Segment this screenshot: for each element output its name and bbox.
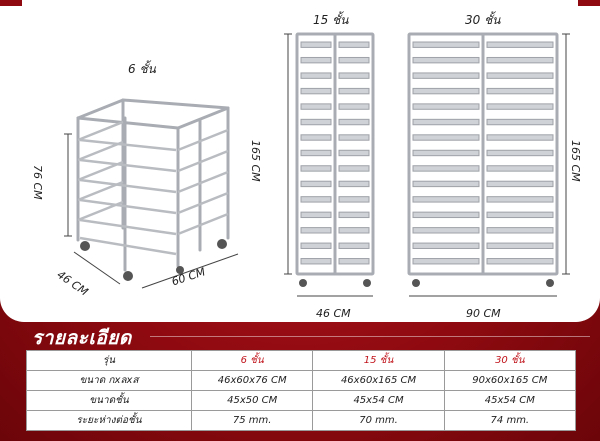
- spec-row-label: ระยะห่างต่อชั้น: [26, 410, 192, 431]
- tray-shelf: [338, 242, 370, 249]
- small-rack-tier-label: 6 ชั้น: [128, 62, 156, 76]
- details-title: รายละเอียด: [32, 327, 132, 349]
- large-rack-tier-label: 30 ชั้น: [465, 13, 501, 27]
- spec-cell: 45x50 CM: [190, 390, 314, 411]
- spec-row: ระยะห่างต่อชั้น 75 mm. 70 mm. 74 mm.: [26, 410, 577, 431]
- spec-cell: 45x54 CM: [443, 390, 577, 411]
- details-divider: [150, 336, 590, 337]
- tray-shelf: [300, 72, 332, 79]
- tray-shelf: [300, 242, 332, 249]
- tray-shelf: [338, 118, 370, 126]
- medium-rack-tier-label: 15 ชั้น: [313, 13, 349, 27]
- tray-shelf: [338, 258, 370, 265]
- tray-shelf: [412, 242, 480, 249]
- large-rack-height-label: 165 CM: [569, 140, 582, 182]
- tray-shelf: [338, 196, 370, 203]
- spec-table: รุ่น 6 ชั้น 15 ชั้น 30 ชั้น ขนาด กxลxส 4…: [26, 350, 577, 431]
- tray-shelf: [486, 103, 554, 110]
- tray-shelf: [300, 87, 332, 95]
- tray-shelf: [486, 72, 554, 79]
- tray-shelf: [412, 41, 480, 48]
- spec-row: ขนาด กxลxส 46x60x76 CM 46x60x165 CM 90x6…: [26, 370, 577, 391]
- tray-shelf: [338, 72, 370, 79]
- tray-shelf: [486, 87, 554, 95]
- tray-shelf: [412, 165, 480, 172]
- tray-shelf: [412, 149, 480, 157]
- small-rack-illustration: [64, 98, 239, 289]
- tray-shelf: [486, 227, 554, 234]
- tray-shelf: [300, 196, 332, 203]
- tray-shelf: [338, 227, 370, 234]
- tray-shelf: [412, 118, 480, 126]
- tray-shelf: [412, 134, 480, 141]
- tray-shelf: [338, 180, 370, 188]
- tray-shelf: [486, 118, 554, 126]
- medium-rack-width-label: 46 CM: [316, 307, 351, 320]
- medium-rack-illustration: [284, 32, 375, 297]
- tray-shelf: [338, 103, 370, 110]
- spec-row: ขนาดชั้น 45x50 CM 45x54 CM 45x54 CM: [26, 390, 577, 411]
- tray-shelf: [486, 196, 554, 203]
- spec-cell: 70 mm.: [312, 410, 445, 431]
- tray-shelf: [300, 165, 332, 172]
- tray-shelf: [338, 41, 370, 48]
- spec-cell: 90x60x165 CM: [443, 370, 577, 391]
- tray-shelf: [300, 258, 332, 265]
- spec-cell: 75 mm.: [190, 410, 314, 431]
- tray-shelf: [486, 242, 554, 249]
- tray-shelf: [300, 56, 332, 64]
- spec-header-col: 6 ชั้น: [190, 350, 314, 371]
- large-rack-width-label: 90 CM: [466, 307, 501, 320]
- spec-header-label: รุ่น: [26, 350, 192, 371]
- tray-shelf: [412, 72, 480, 79]
- product-image-panel: 6 ชั้น: [0, 0, 600, 322]
- spec-row-label: ขนาดชั้น: [26, 390, 192, 411]
- tray-shelf: [412, 56, 480, 64]
- tray-shelf: [300, 118, 332, 126]
- tray-shelf: [300, 103, 332, 110]
- spec-row-label: ขนาด กxลxส: [26, 370, 192, 391]
- spec-cell: 45x54 CM: [312, 390, 445, 411]
- spec-cell: 46x60x76 CM: [190, 370, 314, 391]
- tray-shelf: [486, 56, 554, 64]
- tray-shelf: [300, 227, 332, 234]
- tray-shelf: [412, 211, 480, 219]
- tray-shelf: [486, 41, 554, 48]
- tray-shelf: [486, 211, 554, 219]
- tray-shelf: [412, 103, 480, 110]
- tray-shelf: [412, 227, 480, 234]
- tray-shelf: [486, 165, 554, 172]
- tray-shelf: [300, 41, 332, 48]
- tray-shelf: [300, 134, 332, 141]
- tray-shelf: [338, 211, 370, 219]
- tray-shelf: [486, 180, 554, 188]
- tray-shelf: [300, 149, 332, 157]
- spec-header-row: รุ่น 6 ชั้น 15 ชั้น 30 ชั้น: [26, 350, 577, 371]
- tray-shelf: [338, 165, 370, 172]
- tray-shelf: [338, 134, 370, 141]
- spec-cell: 74 mm.: [443, 410, 577, 431]
- tray-shelf: [300, 180, 332, 188]
- tray-shelf: [338, 87, 370, 95]
- top-notch: [22, 0, 578, 6]
- spec-cell: 46x60x165 CM: [312, 370, 445, 391]
- tray-shelf: [300, 211, 332, 219]
- spec-header-col: 30 ชั้น: [443, 350, 577, 371]
- tray-shelf: [486, 258, 554, 265]
- tray-shelf: [412, 180, 480, 188]
- tray-shelf: [412, 258, 480, 265]
- tray-shelf: [486, 149, 554, 157]
- tray-shelf: [338, 149, 370, 157]
- tray-shelf: [412, 196, 480, 203]
- large-rack-illustration: [407, 32, 570, 297]
- tray-shelf: [412, 87, 480, 95]
- tray-shelf: [338, 56, 370, 64]
- tray-shelf: [486, 134, 554, 141]
- spec-header-col: 15 ชั้น: [312, 350, 445, 371]
